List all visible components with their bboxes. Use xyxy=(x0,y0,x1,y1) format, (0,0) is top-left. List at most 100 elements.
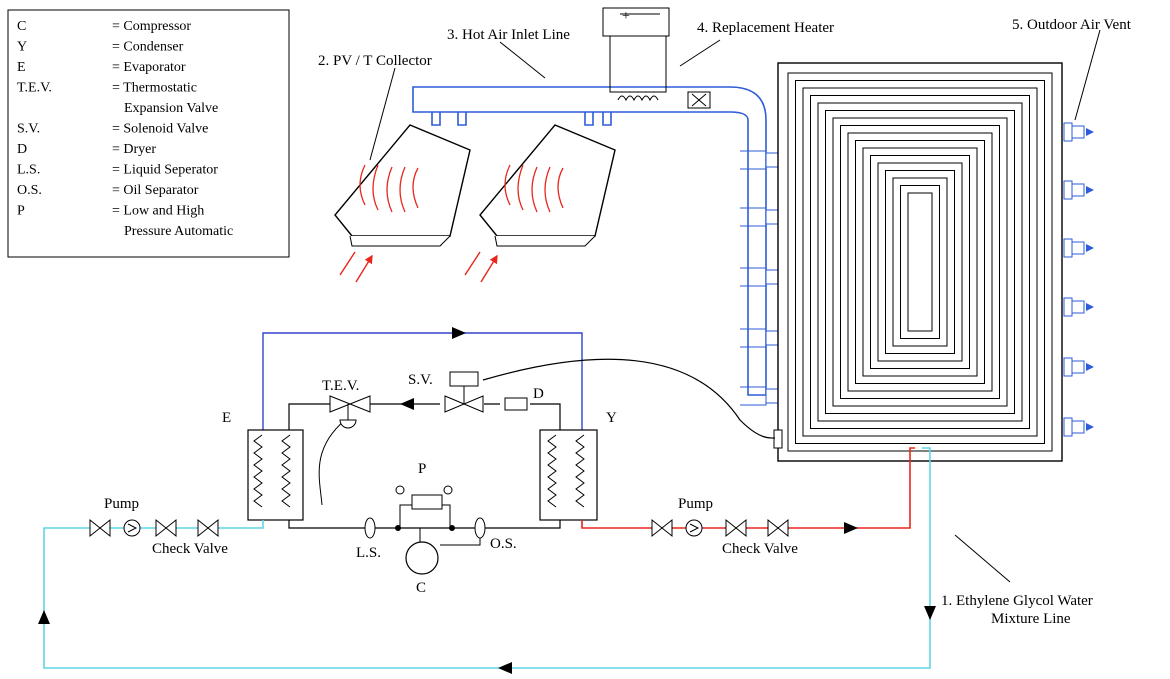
legend-abbr: S.V. xyxy=(17,122,40,137)
vent-box xyxy=(1071,125,1085,139)
vent-slot xyxy=(1063,417,1073,437)
check-right-label: Check Valve xyxy=(722,541,798,557)
glycol-label-1: 1. Ethylene Glycol Water xyxy=(941,593,1093,609)
legend-desc: = Oil Separator xyxy=(112,183,199,198)
coil-loop xyxy=(832,117,1008,407)
compressor-label: C xyxy=(416,580,426,596)
coil-loop xyxy=(840,125,1000,399)
diagram-labels: 2. PV / T Collector 3. Hot Air Inlet Lin… xyxy=(104,17,1132,627)
legend-abbr: C xyxy=(17,19,26,34)
vent-box xyxy=(1071,241,1085,255)
coil-loop xyxy=(855,140,985,384)
coil-loop xyxy=(870,155,970,369)
vent-slot xyxy=(1063,238,1073,258)
check-left-label: Check Valve xyxy=(152,541,228,557)
legend-desc: = Low and High xyxy=(112,204,204,219)
vent-box xyxy=(1071,360,1085,374)
duct-branch xyxy=(740,386,767,406)
duct-branch xyxy=(740,328,767,348)
legend-abbr: P xyxy=(17,204,25,219)
condenser-label: Y xyxy=(606,410,617,426)
duct-branch xyxy=(740,207,767,227)
outdoor-air-vents xyxy=(1063,122,1094,437)
glycol-hot-line xyxy=(581,447,915,534)
duct-branch xyxy=(740,267,767,287)
coil-loop xyxy=(900,185,940,339)
pvt-collector-2 xyxy=(464,124,616,283)
tev-label: T.E.V. xyxy=(322,378,359,394)
coil-loop xyxy=(817,102,1023,422)
tev-valve xyxy=(329,395,371,429)
vent-arrow xyxy=(1086,303,1094,311)
sv-label: S.V. xyxy=(408,372,433,388)
legend-abbr: O.S. xyxy=(17,183,42,198)
legend-desc: Pressure Automatic xyxy=(124,224,233,239)
vent-arrow xyxy=(1086,363,1094,371)
legend-abbr: D xyxy=(17,142,27,157)
legend-desc: = Dryer xyxy=(112,142,156,157)
coil-loop xyxy=(847,132,993,392)
vent-arrow xyxy=(1086,244,1094,252)
legend-desc: = Condenser xyxy=(112,40,184,55)
legend-desc: = Compressor xyxy=(112,19,191,34)
left-pump-assembly xyxy=(89,518,219,538)
coil-loop xyxy=(810,95,1030,429)
evaporator xyxy=(247,429,304,521)
coil-loop xyxy=(877,162,963,362)
legend-abbr: T.E.V. xyxy=(17,81,52,96)
vent-box xyxy=(1071,300,1085,314)
pressure-switch xyxy=(395,485,455,531)
vent-arrow xyxy=(1086,128,1094,136)
vent-box xyxy=(1071,183,1085,197)
pump-right-label: Pump xyxy=(678,496,713,512)
svg-text:+: + xyxy=(622,9,630,24)
compressor xyxy=(405,541,439,575)
dryer xyxy=(504,397,528,411)
legend-desc: = Solenoid Valve xyxy=(112,122,208,137)
solenoid-valve xyxy=(444,371,484,413)
legend-abbr: E xyxy=(17,60,26,75)
legend-abbr: L.S. xyxy=(17,163,40,178)
replacement-heater: + xyxy=(602,7,711,109)
legend-abbr: Y xyxy=(17,40,27,55)
duct-branch xyxy=(740,150,767,170)
coil-loop xyxy=(885,170,955,354)
legend-desc: = Evaporator xyxy=(112,60,186,75)
inlet-line-label: 3. Hot Air Inlet Line xyxy=(447,27,570,43)
vent-label: 5. Outdoor Air Vent xyxy=(1012,17,1132,33)
coil-loop xyxy=(862,147,978,377)
vent-arrow xyxy=(1086,186,1094,194)
vent-slot xyxy=(1063,180,1073,200)
coil-loop xyxy=(802,87,1038,437)
heater-label: 4. Replacement Heater xyxy=(697,20,834,36)
refrigerant-loop xyxy=(262,327,776,548)
coil-loop xyxy=(892,177,948,347)
radiator-panel xyxy=(773,62,1063,462)
condenser xyxy=(539,429,598,521)
coil-loop xyxy=(795,80,1045,444)
collector-label: 2. PV / T Collector xyxy=(318,53,432,69)
vent-arrow xyxy=(1086,423,1094,431)
coil-loop xyxy=(787,72,1053,452)
dryer-label: D xyxy=(533,386,544,402)
vent-slot xyxy=(1063,357,1073,377)
os-label: O.S. xyxy=(490,536,517,552)
pressure-label: P xyxy=(418,461,426,477)
glycol-cold-line xyxy=(38,447,936,674)
leader-lines xyxy=(369,29,1101,583)
legend-desc: = Liquid Seperator xyxy=(112,163,218,178)
hot-air-inlet-duct xyxy=(412,86,767,396)
pump-left-label: Pump xyxy=(104,496,139,512)
coil-loop xyxy=(825,110,1015,414)
vent-box xyxy=(1071,420,1085,434)
vent-slot xyxy=(1063,122,1073,142)
vent-slot xyxy=(1063,297,1073,317)
ls-label: L.S. xyxy=(356,545,381,561)
liquid-separator xyxy=(364,517,376,539)
legend-desc: = Thermostatic xyxy=(112,81,197,96)
right-pump-assembly xyxy=(651,518,789,538)
glycol-label-2: Mixture Line xyxy=(991,611,1071,627)
pvt-collector-1 xyxy=(334,124,471,283)
